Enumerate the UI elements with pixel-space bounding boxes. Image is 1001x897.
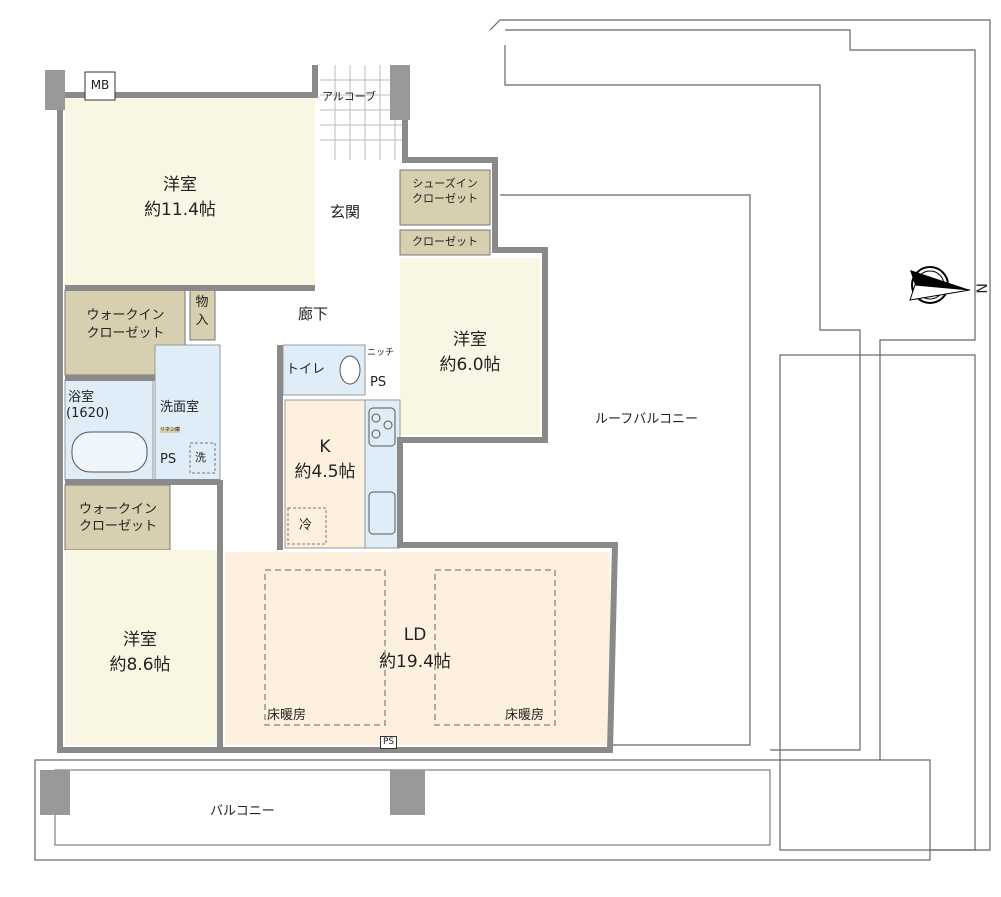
- bedroom1-area: [65, 95, 315, 285]
- toilet-icon: [339, 355, 361, 385]
- ld-name: LD: [403, 625, 427, 645]
- bedroom1-size: 約11.4帖: [144, 200, 216, 220]
- linen-label: リネン庫: [160, 427, 181, 433]
- walls: [57, 65, 619, 753]
- bedroom3-size: 約8.6帖: [109, 655, 171, 675]
- bedroom3-name: 洋室: [123, 630, 157, 650]
- balcony-label: バルコニー: [210, 804, 275, 819]
- alcove-label: アルコーブ: [322, 90, 377, 103]
- wic2-area: [64, 484, 171, 551]
- kitchen-size: 約4.5帖: [294, 462, 356, 482]
- closet-area: [399, 229, 491, 256]
- washroom-area: [154, 344, 221, 481]
- floor-heating-label-2: 床暖房: [505, 708, 545, 723]
- compass-icon: [909, 266, 971, 304]
- ps-label-wash: PS: [160, 452, 177, 467]
- shoes-closet-label-2: クローゼット: [412, 192, 478, 205]
- bath-label-2: (1620): [66, 406, 110, 421]
- bedroom3-area: [65, 550, 220, 745]
- bedroom2-area: [400, 258, 540, 435]
- wic2-label-2: クローゼット: [78, 519, 157, 534]
- shoes-closet-label-1: シューズイン: [412, 177, 478, 190]
- storage-area: [189, 289, 216, 341]
- bedroom1-name: 洋室: [163, 175, 197, 195]
- mb-label: MB: [90, 78, 110, 92]
- stove-icon: [368, 407, 396, 447]
- bedroom2-size: 約6.0帖: [439, 355, 501, 375]
- column: [390, 770, 425, 815]
- washer-space: [189, 442, 216, 474]
- bath-label-1: 浴室: [68, 390, 95, 405]
- balcony-outline: [34, 759, 931, 861]
- kitchen-area: [284, 399, 366, 549]
- wic1-label-2: クローゼット: [86, 326, 165, 341]
- hallway-label: 廊下: [298, 305, 329, 323]
- ld-area: [225, 552, 610, 745]
- wic2-label-1: ウォークイン: [78, 502, 157, 517]
- kitchen-name: K: [319, 437, 331, 457]
- bedroom2-name: 洋室: [453, 330, 487, 350]
- wic1-label-1: ウォークイン: [86, 308, 165, 323]
- shoes-closet-area: [399, 169, 491, 226]
- closet-label: クローゼット: [412, 235, 478, 248]
- floor-heating-label-1: 床暖房: [267, 708, 307, 723]
- floor-heating-2: [434, 569, 556, 726]
- kitchen-counter: [364, 399, 401, 549]
- ps-label-toilet: PS: [370, 375, 387, 390]
- bathtub-icon: [71, 431, 148, 473]
- ps-label-ld: PS: [380, 736, 398, 749]
- fridge-label: 冷: [299, 518, 313, 533]
- compass-north-label: N: [972, 283, 989, 294]
- entrance-label: 玄関: [330, 203, 361, 221]
- column: [40, 770, 70, 815]
- column: [390, 65, 410, 120]
- niche-label: ニッチ: [367, 348, 395, 358]
- floor-heating-1: [264, 569, 386, 726]
- washer-label: 洗: [195, 451, 206, 464]
- storage-label-2: 入: [195, 313, 209, 328]
- washroom-label: 洗面室: [160, 400, 200, 415]
- ld-size: 約19.4帖: [379, 652, 451, 672]
- roof-balcony-label: ルーフバルコニー: [595, 412, 698, 427]
- toilet-label: トイレ: [286, 362, 326, 377]
- sink-icon: [368, 491, 396, 535]
- fridge-space: [287, 507, 327, 545]
- roof-balcony-outline: [489, 19, 991, 851]
- storage-label-1: 物: [195, 295, 209, 310]
- mb-box: [84, 71, 116, 101]
